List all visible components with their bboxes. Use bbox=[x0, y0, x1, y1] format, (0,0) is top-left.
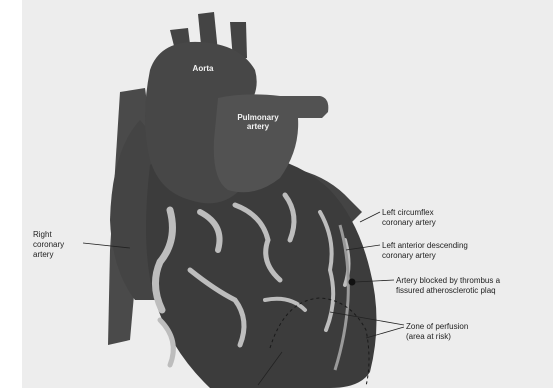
aorta-label: Aorta bbox=[178, 64, 228, 74]
left-anterior-descending-label: Left anterior descending coronary artery bbox=[382, 241, 522, 261]
artery-blocked-label: Artery blocked by thrombus a fissured at… bbox=[396, 276, 553, 296]
zone-of-perfusion-label: Zone of perfusion (area at risk) bbox=[406, 322, 516, 342]
thrombus-marker bbox=[349, 279, 356, 286]
pulmonary-artery-label: Pulmonary artery bbox=[226, 113, 290, 131]
right-coronary-artery-label: Right coronary artery bbox=[33, 230, 93, 260]
left-circumflex-label: Left circumflex coronary artery bbox=[382, 208, 502, 228]
